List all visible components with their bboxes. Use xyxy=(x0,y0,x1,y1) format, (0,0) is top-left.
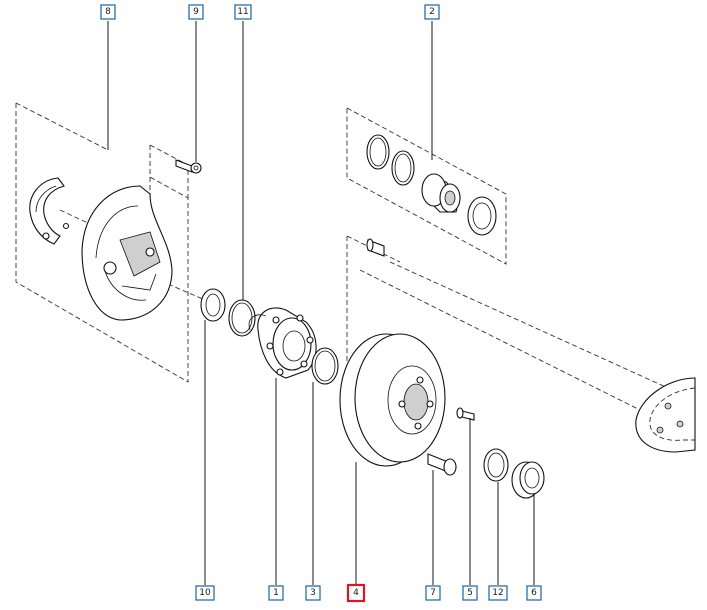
callout-12: 12 xyxy=(488,585,508,601)
callout-1: 1 xyxy=(268,585,284,601)
callout-2-label: 2 xyxy=(429,7,435,17)
hub-cap xyxy=(511,461,545,499)
callout-5: 5 xyxy=(462,585,478,601)
callout-4-label: 4 xyxy=(353,588,359,598)
callout-7: 7 xyxy=(425,585,441,601)
o-ring xyxy=(483,448,509,482)
brake-disc xyxy=(339,333,446,467)
wheel-hub xyxy=(248,307,317,379)
callout-6-label: 6 xyxy=(531,588,537,598)
callout-3: 3 xyxy=(305,585,321,601)
callout-3-label: 3 xyxy=(310,588,316,598)
callout-12-label: 12 xyxy=(492,588,503,598)
callout-1-label: 1 xyxy=(273,588,279,598)
bolt-part xyxy=(427,453,457,476)
callout-9-label: 9 xyxy=(193,7,199,17)
callout-8: 8 xyxy=(100,4,116,20)
callout-10-label: 10 xyxy=(199,588,211,598)
callout-8-label: 8 xyxy=(105,7,111,17)
callout-9: 9 xyxy=(188,4,204,20)
backing-plate-assembly xyxy=(29,177,173,321)
callout-11: 11 xyxy=(234,4,252,20)
callout-11-label: 11 xyxy=(237,7,248,17)
screw-part xyxy=(175,159,202,174)
callout-4: 4 xyxy=(346,583,366,603)
seal-ring xyxy=(200,288,226,322)
leader-lines xyxy=(107,21,535,585)
callout-7-label: 7 xyxy=(430,588,436,598)
callout-5-label: 5 xyxy=(467,588,473,598)
circlip xyxy=(311,347,339,385)
bearing-kit xyxy=(366,134,497,236)
callout-10: 10 xyxy=(195,585,215,601)
wheel-disc-fragment xyxy=(635,377,696,453)
callout-6: 6 xyxy=(526,585,542,601)
callout-2: 2 xyxy=(424,4,440,20)
wheel-stud xyxy=(366,238,475,421)
